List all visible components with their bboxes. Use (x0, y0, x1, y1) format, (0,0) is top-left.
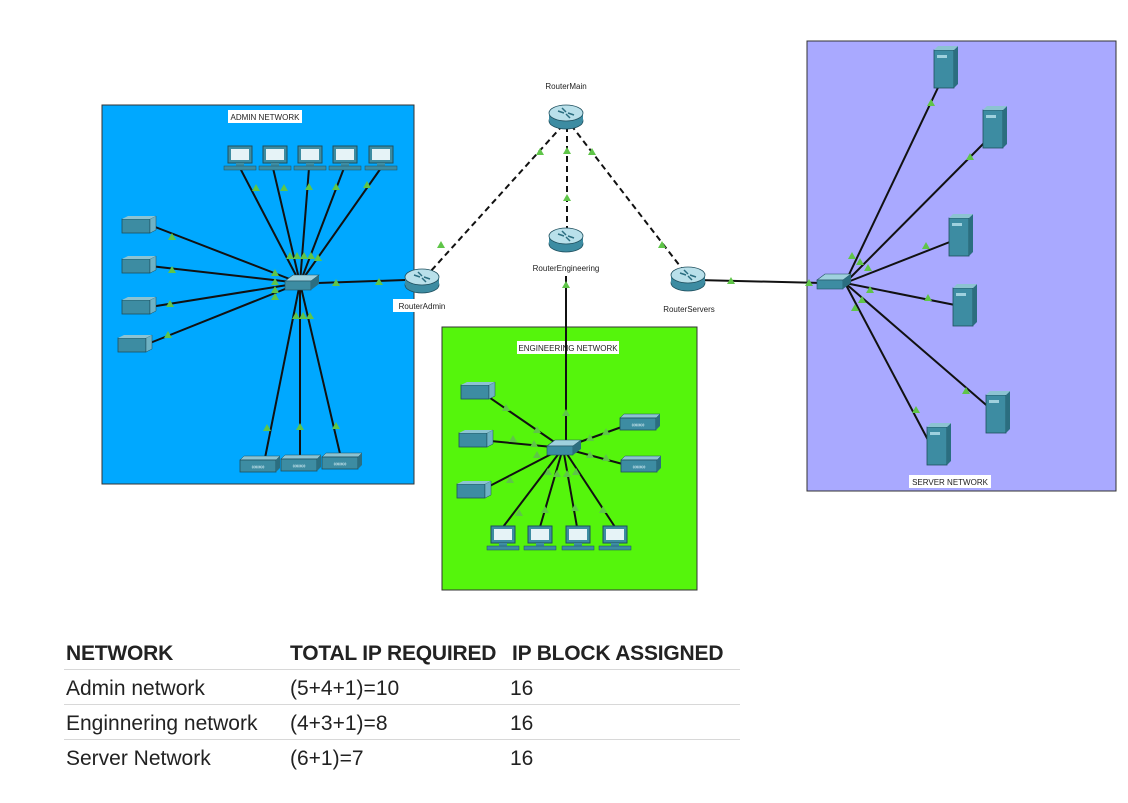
server-network-label: SERVER NETWORK (912, 478, 989, 487)
server-cabling (696, 74, 993, 441)
cell-ip-block: 16 (510, 739, 740, 774)
cell-total-ip: (6+1)=7 (288, 739, 510, 774)
table-row: Server Network (6+1)=7 16 (64, 739, 740, 774)
header-network: NETWORK (66, 642, 174, 665)
cell-ip-block: 16 (510, 669, 740, 705)
cell-ip-block: 16 (510, 704, 740, 740)
admin-network-area (101, 104, 415, 485)
table-header-row: NETWORK TOTAL IP REQUIRED IP BLOCK ASSIG… (64, 636, 740, 670)
admin-pc-2 (258, 145, 292, 171)
server-3 (948, 213, 974, 257)
server-1 (933, 45, 959, 89)
eng-pc-2 (523, 525, 557, 551)
router-engineering-label: RouterEngineering (533, 264, 600, 273)
admin-switch (284, 274, 320, 291)
server-switch (816, 273, 852, 290)
admin-pc-5 (364, 145, 398, 171)
admin-network-label: ADMIN NETWORK (231, 113, 301, 122)
admin-phone-3 (321, 452, 363, 470)
router-main-icon (548, 104, 584, 130)
server-5 (985, 390, 1011, 434)
admin-pc-1 (223, 145, 257, 171)
cell-network: Enginnering network (64, 704, 288, 740)
header-ip-block: IP BLOCK ASSIGNED (512, 642, 724, 665)
header-total-ip: TOTAL IP REQUIRED (290, 642, 497, 665)
eng-printer-2 (458, 429, 494, 448)
eng-switch (546, 439, 582, 456)
eng-phone-2 (620, 455, 662, 473)
admin-printer-3 (121, 296, 157, 315)
cell-network: Admin network (64, 669, 288, 705)
admin-printer-4 (117, 334, 153, 353)
engineering-network-label: ENGINEERING NETWORK (518, 344, 618, 353)
admin-printer-2 (121, 255, 157, 274)
server-6 (926, 422, 952, 466)
router-servers-icon (670, 266, 706, 292)
server-network-area (806, 40, 1117, 492)
table-row: Enginnering network (4+3+1)=8 16 (64, 704, 740, 740)
cell-total-ip: (4+3+1)=8 (288, 704, 510, 740)
eng-printer-1 (460, 381, 496, 400)
admin-printer-1 (121, 215, 157, 234)
cell-network: Server Network (64, 739, 288, 774)
eng-pc-3 (561, 525, 595, 551)
table-row: Admin network (5+4+1)=10 16 (64, 669, 740, 705)
eng-pc-4 (598, 525, 632, 551)
cell-total-ip: (5+4+1)=10 (288, 669, 510, 705)
server-2 (982, 105, 1008, 149)
router-servers-label: RouterServers (663, 305, 715, 314)
network-topology-diagram: ∞∞∞ ADMIN NETWORK ENGINEERING NETWORK SE… (101, 40, 1117, 591)
server-4 (952, 283, 978, 327)
admin-pc-3 (293, 145, 327, 171)
ip-allocation-table: NETWORK TOTAL IP REQUIRED IP BLOCK ASSIG… (64, 636, 740, 774)
router-admin-label: RouterAdmin (399, 302, 446, 311)
eng-printer-3 (456, 480, 492, 499)
router-main-label: RouterMain (545, 82, 586, 91)
eng-phone-1 (619, 413, 661, 431)
eng-pc-1 (486, 525, 520, 551)
router-engineering-icon (548, 227, 584, 253)
admin-phone-1 (239, 455, 281, 473)
admin-phone-2 (280, 454, 322, 472)
router-admin-icon (404, 268, 440, 294)
admin-pc-4 (328, 145, 362, 171)
